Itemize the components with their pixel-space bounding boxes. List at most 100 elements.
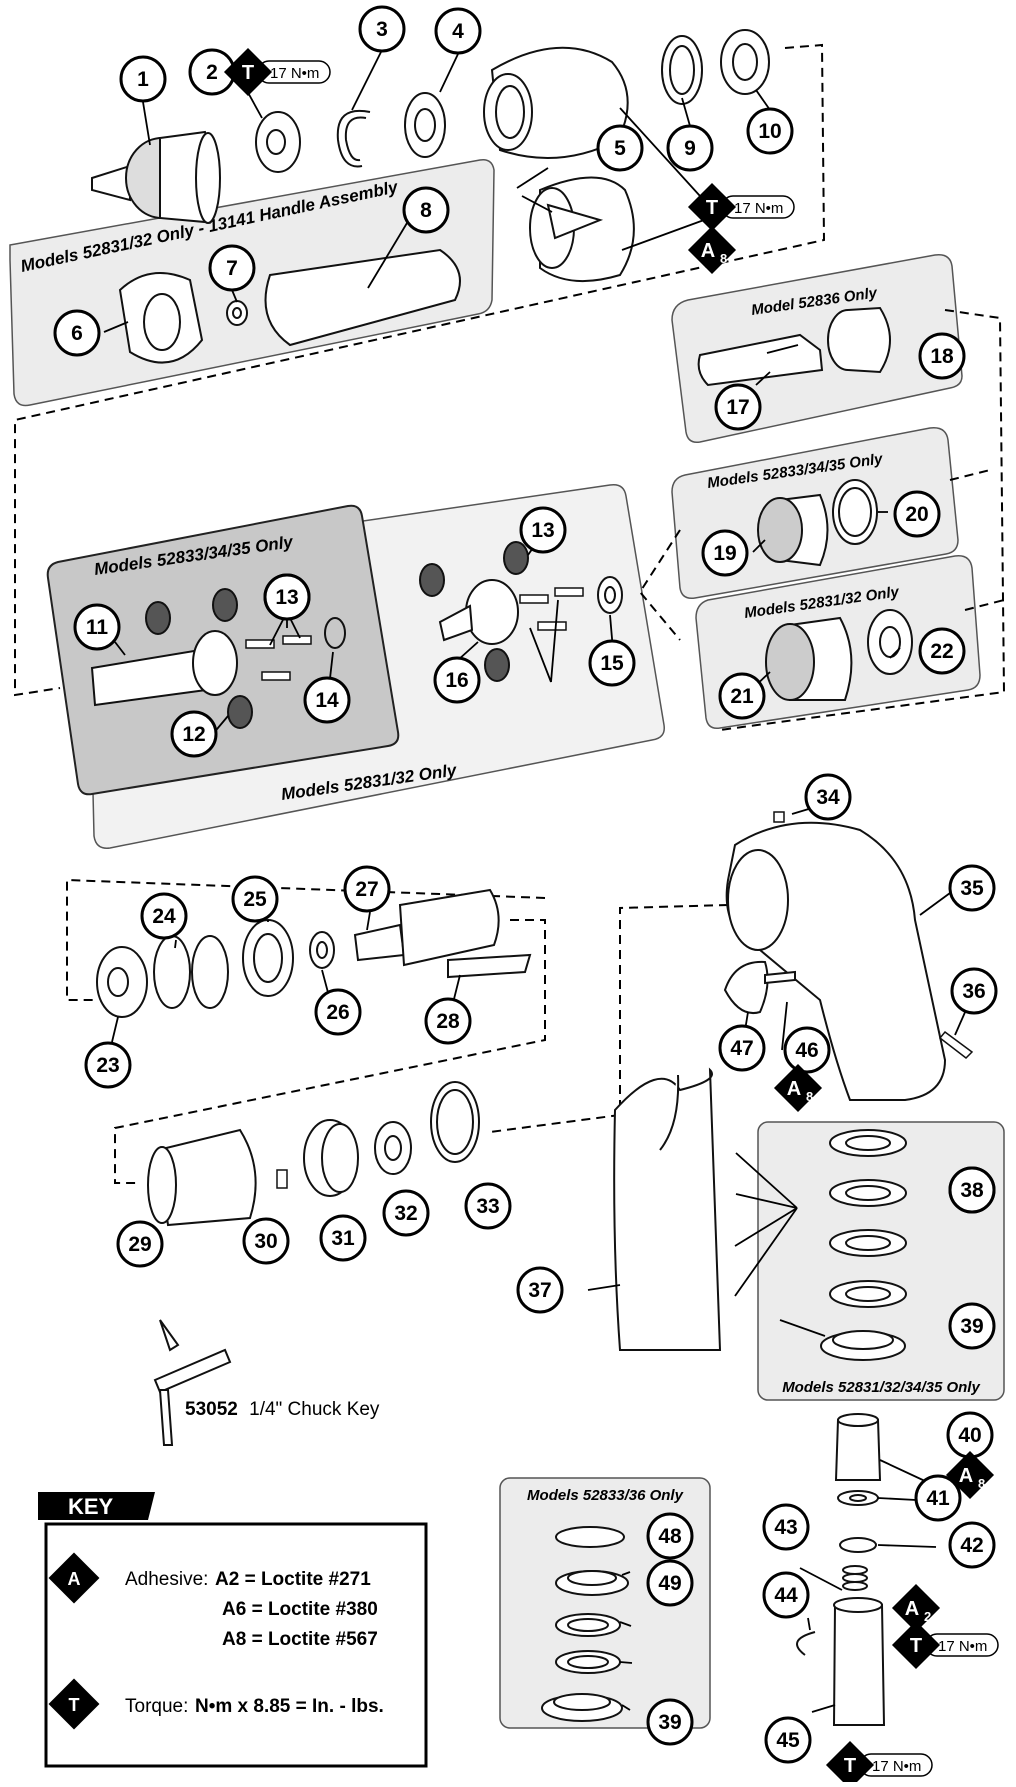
gasket-33-part xyxy=(430,1081,480,1163)
panel-title-seal-kit-36: Models 52833/36 Only xyxy=(527,1487,684,1504)
callout-number: 8 xyxy=(420,199,432,222)
callout-number: 29 xyxy=(128,1233,151,1256)
svg-text:A: A xyxy=(959,1465,973,1487)
callout-6: 6 xyxy=(53,309,101,357)
dashed-connectors xyxy=(14,43,1006,1184)
bearing-26-part xyxy=(309,931,335,969)
callout-number: 24 xyxy=(152,905,176,928)
panel-title-seal-kit: Models 52831/32/34/35 Only xyxy=(782,1379,980,1396)
key-title: KEY xyxy=(68,1494,114,1519)
washer-15-part xyxy=(597,576,623,614)
callout-number: 22 xyxy=(930,640,953,663)
callout-number: 20 xyxy=(905,503,928,526)
svg-text:T: T xyxy=(242,62,254,84)
callout-number: 46 xyxy=(795,1039,818,1062)
adhesive-label: Adhesive: xyxy=(125,1569,208,1590)
callout-number: 25 xyxy=(243,888,267,911)
chuck-key-part xyxy=(153,1319,232,1446)
callout-number: 47 xyxy=(730,1037,753,1060)
callout-21: 21 xyxy=(718,672,766,720)
callout-42: 42 xyxy=(948,1521,996,1569)
callout-number: 14 xyxy=(315,689,339,712)
callout-number: 21 xyxy=(730,685,754,708)
adhesive-a6: A6 = Loctite #380 xyxy=(222,1599,378,1620)
throttle-47-part xyxy=(723,960,796,1014)
callout-13: 13 xyxy=(519,506,567,554)
callout-44: 44 xyxy=(762,1571,810,1619)
callout-number: 10 xyxy=(758,120,781,143)
callout-number: 35 xyxy=(960,877,984,900)
pin-36-part xyxy=(938,1030,974,1059)
retaining-ring-part xyxy=(336,109,371,168)
callout-30: 30 xyxy=(242,1217,290,1265)
svg-text:17 N•m: 17 N•m xyxy=(938,1638,987,1655)
planet-gears-light-part xyxy=(419,541,529,682)
callout-29: 29 xyxy=(116,1220,164,1268)
callout-39: 39 xyxy=(948,1302,996,1350)
callout-number: 15 xyxy=(600,652,624,675)
callout-number: 38 xyxy=(960,1179,984,1202)
svg-text:17 N•m: 17 N•m xyxy=(872,1758,921,1775)
callout-41: 41 xyxy=(914,1474,962,1522)
callout-number: 33 xyxy=(476,1195,499,1218)
callout-19: 19 xyxy=(701,529,749,577)
bearing-22-part xyxy=(867,609,913,675)
torque-badge-8-icon: T xyxy=(687,182,737,232)
torque-badge-45-lower: 17 N•m xyxy=(859,1753,933,1777)
torque-badge-2-icon: T xyxy=(223,47,273,97)
callout-17: 17 xyxy=(714,383,762,431)
torque-badge-45-upper: 17 N•m xyxy=(925,1633,999,1657)
callout-4: 4 xyxy=(434,7,482,55)
callout-number: 36 xyxy=(962,980,985,1003)
spindle-11-part xyxy=(90,630,238,707)
valve-40-part xyxy=(834,1413,882,1481)
callout-12: 12 xyxy=(170,710,218,758)
valve-stem-42-part xyxy=(839,1537,877,1553)
torque-formula: N•m x 8.85 = In. - lbs. xyxy=(195,1696,384,1717)
torque-badge-45-upper-icon: T xyxy=(891,1620,941,1670)
callout-9: 9 xyxy=(666,124,714,172)
callout-18: 18 xyxy=(918,332,966,380)
callout-number: 40 xyxy=(958,1424,981,1447)
torque-icon: T xyxy=(69,1695,80,1715)
callout-number: 7 xyxy=(226,257,238,280)
housing-cap-part xyxy=(483,46,629,159)
callout-36: 36 xyxy=(950,967,998,1015)
callout-number: 16 xyxy=(445,669,468,692)
svg-text:17 N•m: 17 N•m xyxy=(734,200,783,217)
torque-badge-2: 17 N•m xyxy=(257,60,331,84)
callout-28: 28 xyxy=(424,997,472,1045)
callout-8: 8 xyxy=(402,186,450,234)
svg-text:T: T xyxy=(910,1635,922,1657)
svg-text:A: A xyxy=(905,1598,919,1620)
torque-label: Torque: xyxy=(125,1696,188,1717)
spacer-9-part xyxy=(661,35,703,105)
svg-text:8: 8 xyxy=(978,1476,985,1491)
torque-badge-8: 17 N•m xyxy=(721,195,795,219)
callout-number: 18 xyxy=(930,345,954,368)
callout-number: 9 xyxy=(684,137,696,160)
callout-number: 13 xyxy=(275,586,298,609)
callout-47: 47 xyxy=(718,1024,766,1072)
washer-6-part xyxy=(226,300,248,326)
boot-37-part xyxy=(613,1067,722,1351)
ring-gear-19-part xyxy=(757,493,829,567)
svg-text:17 N•m: 17 N•m xyxy=(270,65,319,82)
callout-15: 15 xyxy=(588,639,636,687)
adhesive-a8: A8 = Loctite #567 xyxy=(222,1629,378,1650)
callout-number: 13 xyxy=(531,519,554,542)
callout-25: 25 xyxy=(231,875,279,923)
svg-text:T: T xyxy=(844,1755,856,1777)
callout-33: 33 xyxy=(464,1182,512,1230)
callout-48: 48 xyxy=(646,1512,694,1560)
callout-number: 30 xyxy=(254,1230,277,1253)
cylinder-29-part xyxy=(147,1128,257,1227)
callout-13: 13 xyxy=(263,573,311,621)
callout-24: 24 xyxy=(140,892,188,940)
callout-31: 31 xyxy=(319,1214,367,1262)
callout-35: 35 xyxy=(948,864,996,912)
housing-cap-alt-part xyxy=(529,176,635,283)
callout-number: 5 xyxy=(614,137,626,160)
key-legend: KEY A Adhesive: A2 = Loctite #271 A6 = L… xyxy=(38,1492,428,1768)
